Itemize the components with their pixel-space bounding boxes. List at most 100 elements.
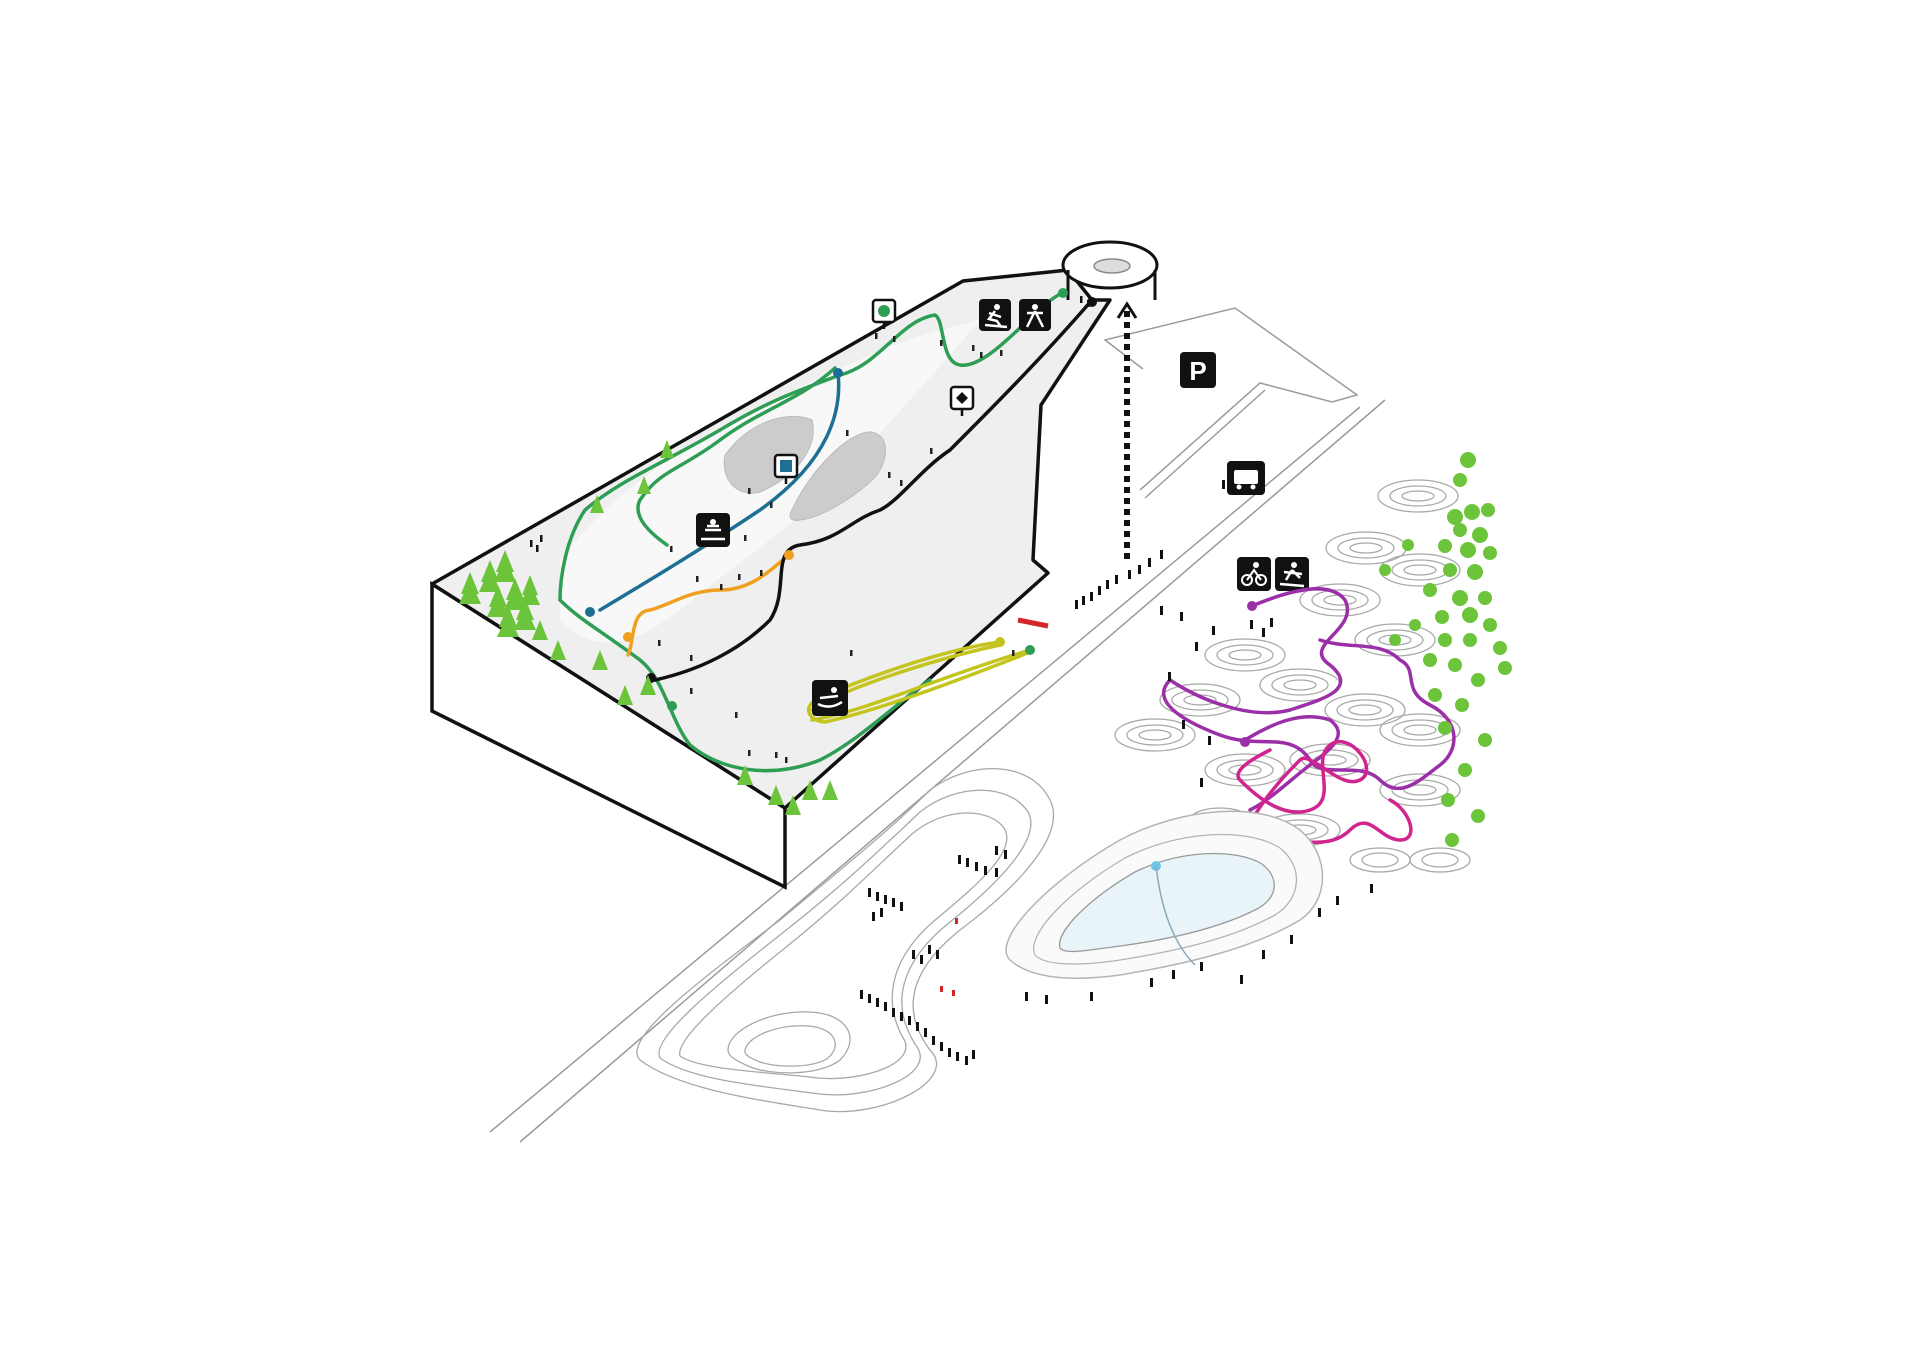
- tree-icon: [479, 560, 501, 592]
- chairlift-arrow-icon: [1116, 301, 1138, 319]
- person-icon: [1318, 908, 1321, 917]
- parking-label: P: [1189, 356, 1206, 386]
- person-icon: [940, 1042, 943, 1051]
- person-icon: [1004, 850, 1007, 859]
- bump-7: [1259, 668, 1341, 702]
- tree-icon: [1423, 583, 1437, 597]
- person-icon: [1370, 884, 1373, 893]
- lift-gate-icon: [1017, 617, 1049, 629]
- person-icon: [1208, 736, 1211, 745]
- conifer-trees: [459, 440, 838, 815]
- ski-routes: [558, 291, 1094, 773]
- person-icon: [1090, 992, 1093, 1001]
- person-icon: [880, 908, 883, 917]
- bump-10: [1114, 718, 1196, 752]
- tree-icon: [802, 780, 818, 800]
- bus-icon: [1227, 461, 1265, 495]
- person-icon: [1160, 606, 1163, 615]
- sledding-hill: [636, 767, 1055, 1113]
- bump-16: [1409, 847, 1471, 873]
- person-icon: [1082, 596, 1085, 605]
- person-icon: [536, 545, 539, 552]
- person-icon: [690, 655, 693, 661]
- tubing-top-dot-b: [1025, 645, 1035, 655]
- bumps-field: [1114, 479, 1471, 873]
- person-icon: [1045, 995, 1048, 1004]
- purple-trail-lower: [1243, 715, 1340, 812]
- person-icon: [884, 895, 887, 904]
- tree-icon: [1438, 633, 1452, 647]
- person-icon: [1222, 480, 1225, 489]
- mogul-patch-lower: [789, 431, 887, 521]
- hill-contour-5: [744, 1025, 836, 1067]
- road-edge-outer: [489, 406, 1361, 1133]
- person-icon: [1250, 620, 1253, 629]
- person-icon: [936, 950, 939, 959]
- person-icon: [975, 862, 978, 871]
- tree-icon: [1445, 833, 1459, 847]
- person-icon: [912, 950, 915, 959]
- snowboard-icon: [696, 513, 730, 547]
- difficulty-signs: [773, 298, 975, 484]
- tree-icon: [822, 780, 838, 800]
- person-icon: [930, 448, 933, 454]
- tree-icon: [1462, 607, 1478, 623]
- person-icon: [995, 868, 998, 877]
- person-icon: [1212, 626, 1215, 635]
- tree-icon: [1467, 564, 1483, 580]
- tree-icon: [497, 605, 519, 637]
- person-icon: [893, 336, 896, 342]
- tree-icon: [1402, 539, 1414, 551]
- bus-lane-outline: [1144, 389, 1266, 499]
- tree-icon: [768, 785, 784, 805]
- blue-square-sign-icon: [773, 453, 799, 484]
- cycling-icon: [1237, 557, 1271, 591]
- tree-icon: [1453, 473, 1467, 487]
- person-icon: [690, 688, 693, 694]
- tubing-loop: [807, 640, 1032, 724]
- tree-icon: [1460, 542, 1476, 558]
- tree-icon: [1447, 509, 1463, 525]
- person-icon: [530, 540, 533, 547]
- person-icon: [1195, 642, 1198, 651]
- tree-icon: [1481, 503, 1495, 517]
- tree-icon: [660, 440, 674, 458]
- tree-icon: [785, 795, 801, 815]
- tree-icon: [494, 550, 516, 582]
- person-icon: [872, 912, 875, 921]
- tree-icon: [1455, 698, 1469, 712]
- tree-icon: [637, 476, 651, 494]
- person-icon: [735, 712, 738, 718]
- tree-icon: [592, 650, 608, 670]
- person-icon: [760, 570, 763, 576]
- orange-route-start-dot: [784, 550, 794, 560]
- person-icon: [868, 888, 871, 897]
- bump-9: [1324, 693, 1406, 727]
- person-icon: [696, 576, 699, 582]
- person-icon: [1000, 350, 1003, 356]
- person-icon: [1150, 978, 1153, 987]
- tree-icon: [1478, 733, 1492, 747]
- person-icon: [876, 892, 879, 901]
- person-icon: [1182, 720, 1185, 729]
- tree-icon: [1379, 564, 1391, 576]
- tree-icon: [1472, 527, 1488, 543]
- person-icon: [932, 1036, 935, 1045]
- bump-11: [1379, 713, 1461, 747]
- tree-icon: [459, 572, 481, 604]
- tree-icon: [1443, 563, 1457, 577]
- person-icon: [1098, 586, 1101, 595]
- tree-icon: [640, 675, 656, 695]
- tree-icon: [1483, 618, 1497, 632]
- tree-icon: [1471, 809, 1485, 823]
- person-icon: [1075, 600, 1078, 609]
- person-icon: [900, 1012, 903, 1021]
- cross-country-ski-icon: [1275, 557, 1309, 591]
- person-icon: [1290, 935, 1293, 944]
- person-icon: [940, 986, 943, 992]
- tree-icon: [1389, 634, 1401, 646]
- person-icon: [1012, 650, 1015, 656]
- tree-icon: [1458, 763, 1472, 777]
- person-icon: [900, 902, 903, 911]
